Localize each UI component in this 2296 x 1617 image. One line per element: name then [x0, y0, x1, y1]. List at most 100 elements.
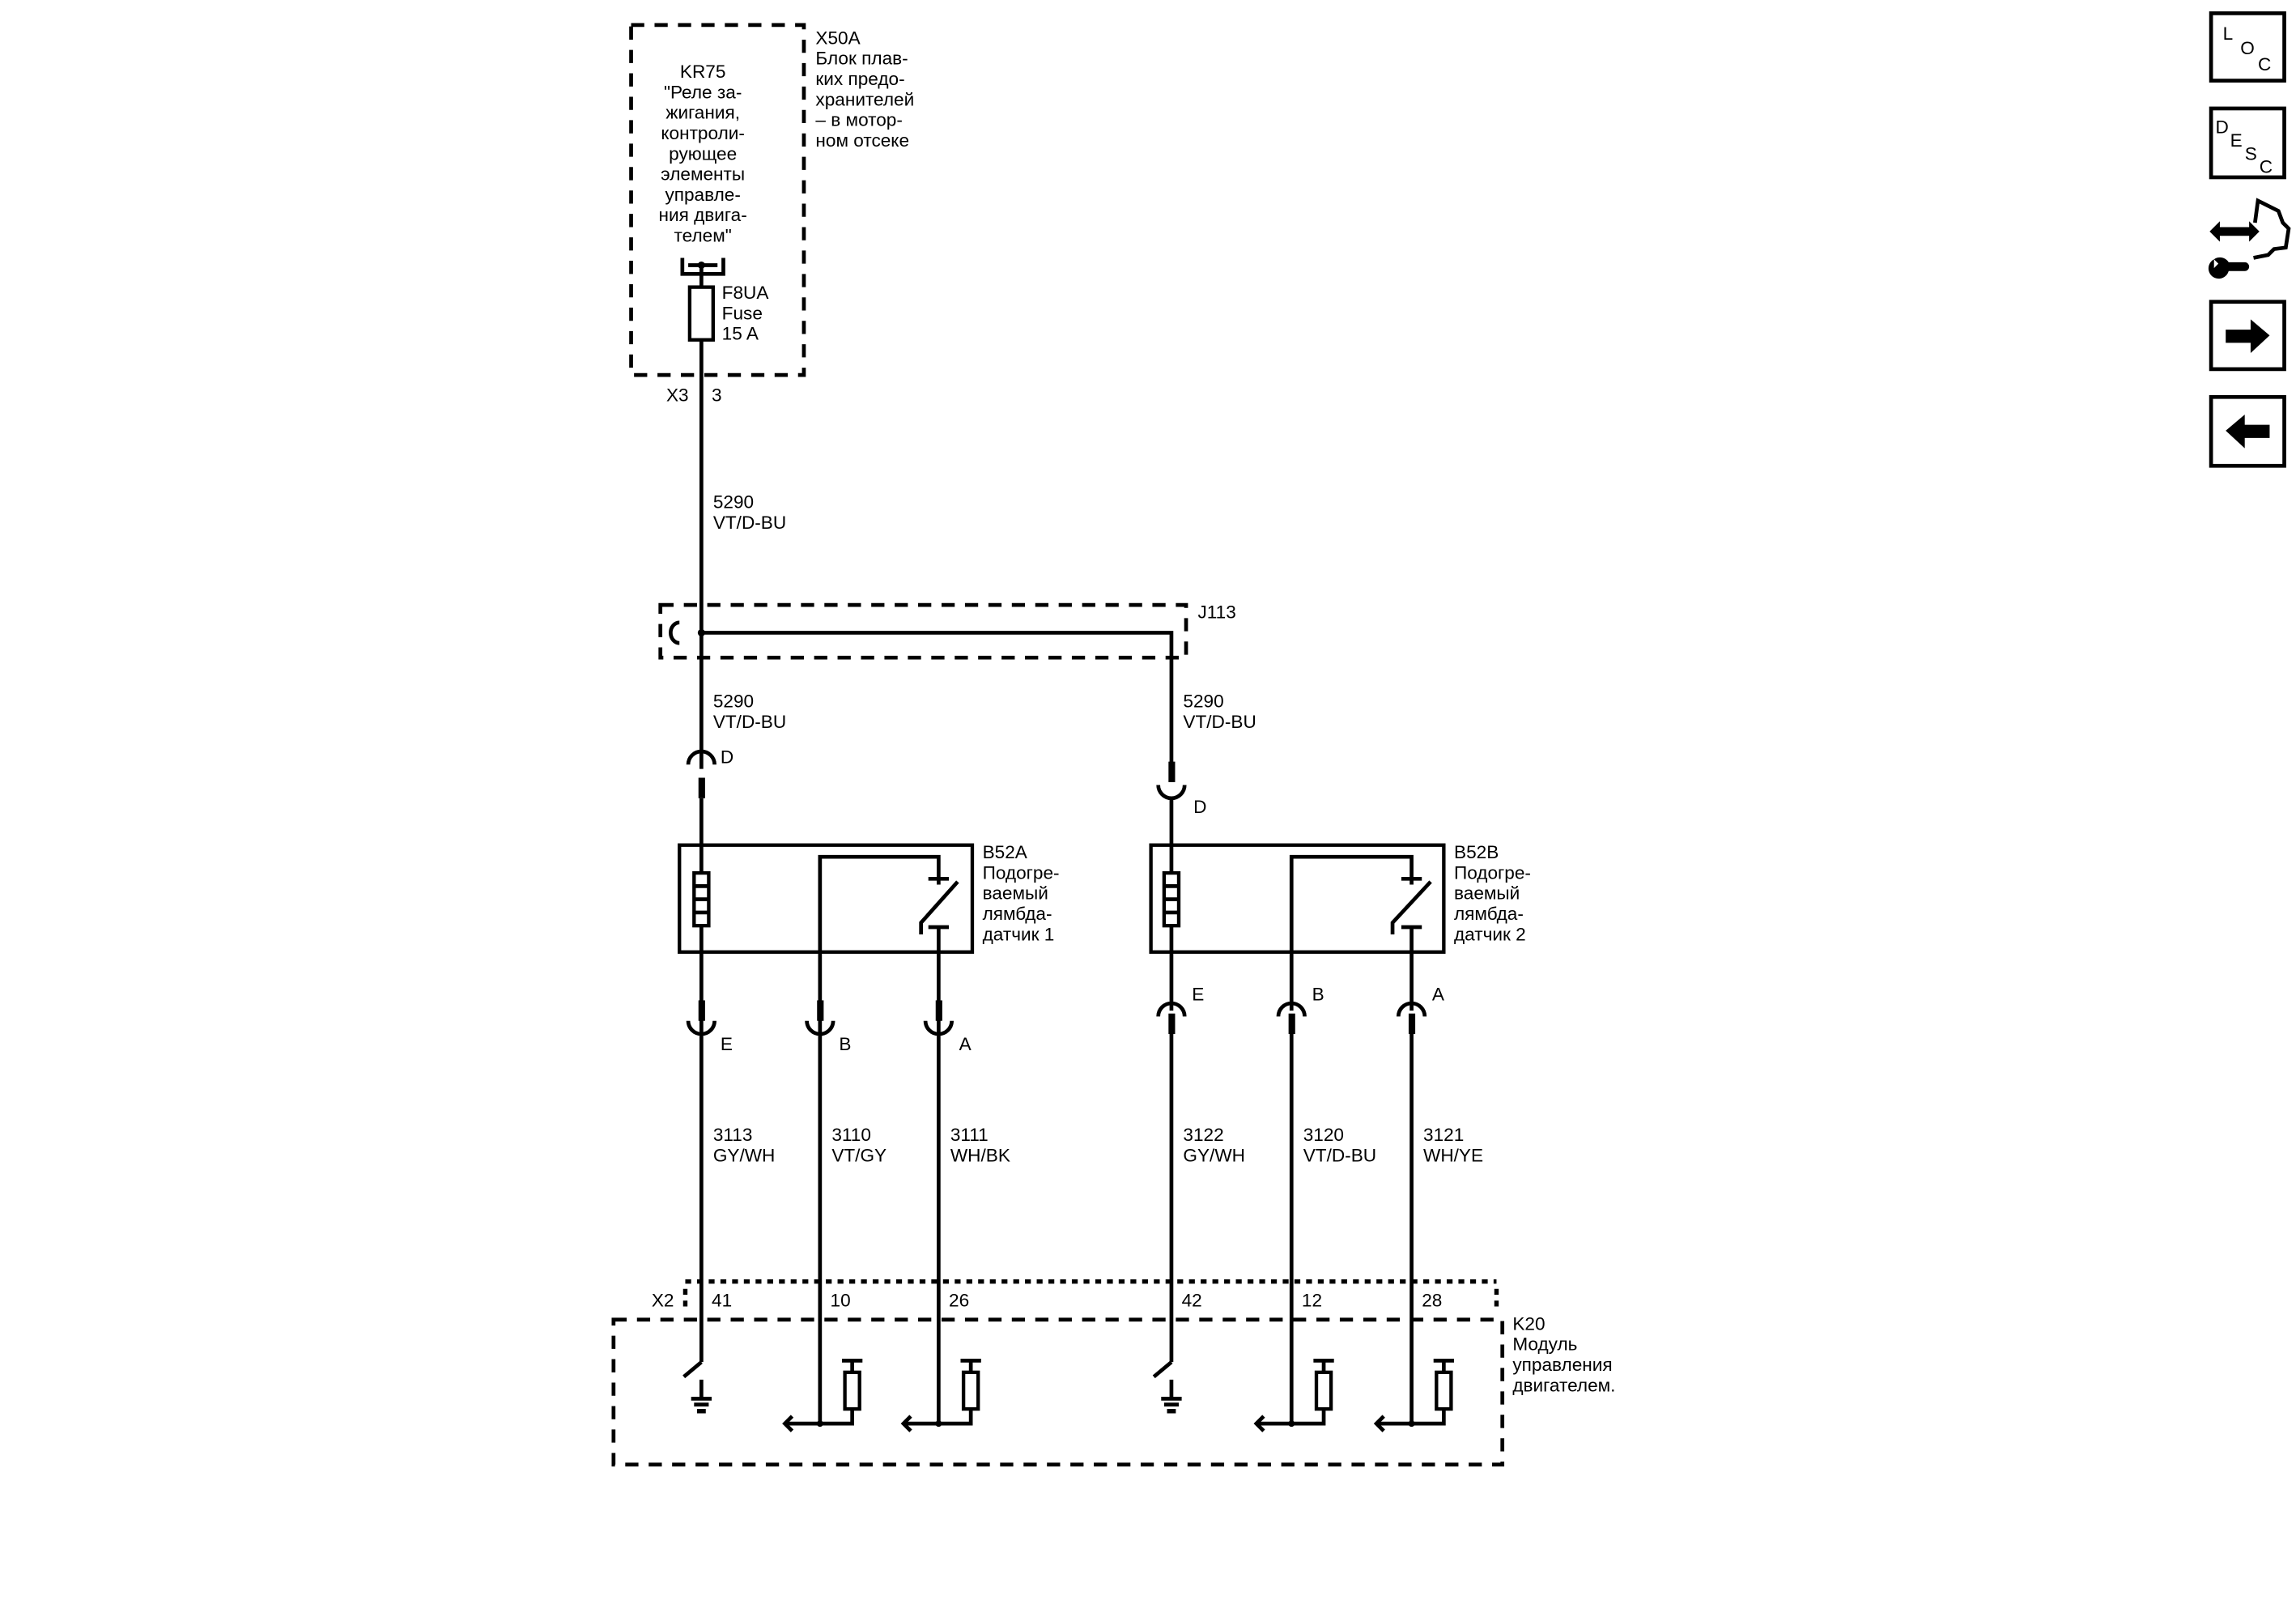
previous-page-button[interactable]: [2209, 394, 2286, 468]
svg-text:15 A: 15 A: [722, 324, 759, 344]
svg-text:рующее: рующее: [669, 143, 737, 164]
j113-splice-box: [658, 602, 1188, 660]
svg-text:VT/D-BU: VT/D-BU: [1303, 1145, 1376, 1165]
fuse-f8ua: [687, 285, 715, 342]
svg-text:телем": телем": [674, 226, 732, 246]
wire-color: VT/D-BU: [713, 712, 786, 732]
svg-text:WH/BK: WH/BK: [950, 1145, 1010, 1165]
svg-text:VT/GY: VT/GY: [831, 1145, 887, 1165]
wire-number: 5290: [713, 691, 754, 712]
svg-text:10: 10: [831, 1290, 851, 1310]
k20-internal-circuits: [682, 1359, 1455, 1432]
pin: [1168, 761, 1176, 782]
wire-color: VT/D-BU: [1183, 712, 1256, 732]
svg-text:E: E: [2230, 130, 2243, 151]
x3-conn-label: X3: [666, 385, 689, 406]
svg-text:12: 12: [1302, 1290, 1322, 1310]
svg-text:42: 42: [1182, 1290, 1202, 1310]
svg-text:датчик 2: датчик 2: [1454, 924, 1526, 944]
svg-text:элементы: элементы: [661, 164, 745, 185]
splice-node: [697, 628, 705, 636]
kr75-label: KR75 "Реле за- жигания, контроли- рующее…: [659, 62, 747, 246]
svg-text:F8UA: F8UA: [722, 283, 770, 303]
k20-module-box: [611, 1317, 1505, 1467]
connector-d-a: [686, 749, 716, 765]
pin-label: A: [1432, 984, 1445, 1004]
svg-text:Модуль: Модуль: [1512, 1334, 1577, 1355]
x3-pin-label: 3: [712, 385, 722, 406]
svg-text:ваемый: ваемый: [983, 883, 1048, 904]
svg-text:X50A: X50A: [815, 28, 861, 48]
connectors-b52a: [686, 1000, 954, 1424]
svg-text:C: C: [2258, 54, 2271, 74]
pin-label: E: [721, 1034, 733, 1054]
pin-label: B: [839, 1034, 851, 1054]
svg-text:Подогре-: Подогре-: [983, 862, 1060, 883]
svg-text:L: L: [2223, 23, 2234, 44]
svg-text:"Реле за-: "Реле за-: [664, 82, 742, 102]
wire-color: VT/D-BU: [713, 513, 786, 533]
wire-number: 5290: [1183, 691, 1223, 712]
svg-text:GY/WH: GY/WH: [713, 1145, 776, 1165]
pin-label: B: [1312, 984, 1324, 1004]
next-page-button[interactable]: [2209, 300, 2286, 372]
j113-label: J113: [1197, 602, 1235, 622]
svg-text:D: D: [2216, 117, 2229, 138]
pin-label: D: [721, 747, 733, 767]
svg-text:3111: 3111: [950, 1125, 989, 1145]
svg-text:41: 41: [712, 1290, 732, 1310]
svg-text:контроли-: контроли-: [661, 123, 745, 143]
arrow-left-icon: [2226, 414, 2270, 449]
pin: [698, 777, 705, 798]
svg-text:K20: K20: [1512, 1313, 1545, 1334]
arrow-right-icon: [2226, 319, 2270, 354]
svg-text:лямбда-: лямбда-: [1454, 904, 1524, 924]
svg-text:лямбда-: лямбда-: [983, 904, 1052, 924]
svg-text:жигания,: жигания,: [665, 103, 740, 123]
svg-text:Fuse: Fuse: [722, 303, 763, 323]
svg-text:GY/WH: GY/WH: [1183, 1145, 1245, 1165]
connectors-b52b: [1156, 1001, 1427, 1424]
svg-text:26: 26: [949, 1290, 969, 1310]
sensor-b52b: [1149, 843, 1446, 1011]
loc-button[interactable]: LOC: [2209, 11, 2286, 83]
x2-connector-strip: [682, 1279, 1499, 1313]
svg-text:– в мотор-: – в мотор-: [815, 110, 902, 130]
fuse-label: F8UA Fuse 15 A: [722, 283, 770, 344]
pin-label: D: [1193, 797, 1206, 817]
svg-text:3110: 3110: [831, 1125, 871, 1145]
wire-number: 5290: [713, 492, 754, 513]
b52a-label: B52A Подогре- ваемый лямбда- датчик 1: [983, 842, 1060, 944]
k20-pin-labels: 41 10 26 42 12 28: [712, 1290, 1442, 1310]
svg-text:ких предо-: ких предо-: [815, 69, 904, 89]
svg-text:KR75: KR75: [680, 62, 726, 82]
svg-text:ния двига-: ния двига-: [659, 205, 747, 225]
wire-5290-branch: [701, 631, 1174, 769]
svg-text:3120: 3120: [1303, 1125, 1344, 1145]
svg-text:управления: управления: [1512, 1355, 1612, 1375]
svg-text:Подогре-: Подогре-: [1454, 862, 1531, 883]
svg-text:3122: 3122: [1183, 1125, 1223, 1145]
svg-text:O: O: [2240, 38, 2255, 58]
svg-text:ваемый: ваемый: [1454, 883, 1520, 904]
svg-text:хранителей: хранителей: [815, 89, 914, 109]
svg-text:B52B: B52B: [1454, 842, 1499, 862]
svg-text:управле-: управле-: [665, 185, 740, 205]
x2-label: X2: [652, 1290, 674, 1310]
pin-label: E: [1192, 984, 1204, 1004]
connector-d-b: [1156, 785, 1187, 845]
connector-repair-icon[interactable]: [2208, 198, 2291, 279]
svg-text:WH/YE: WH/YE: [1423, 1145, 1483, 1165]
sensor-b52a: [678, 843, 975, 1033]
svg-text:B52A: B52A: [983, 842, 1028, 862]
svg-text:3113: 3113: [713, 1125, 753, 1145]
x50a-label: X50A Блок плав- ких предо- хранителей – …: [815, 28, 914, 151]
svg-text:ном отсеке: ном отсеке: [815, 130, 909, 151]
pin-label: A: [959, 1034, 972, 1054]
svg-text:S: S: [2245, 143, 2257, 164]
svg-text:28: 28: [1422, 1290, 1442, 1310]
